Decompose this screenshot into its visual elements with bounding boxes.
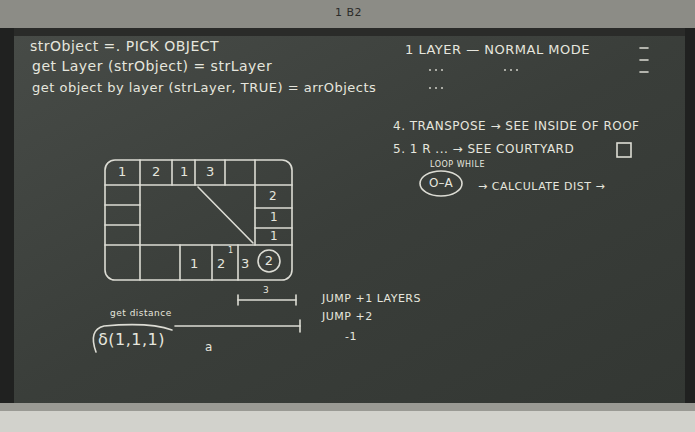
- chalk-note: 5. 1 R ... → SEE COURTYARD: [393, 142, 574, 156]
- cell-number: 1: [180, 164, 189, 180]
- cell-number: 3: [263, 285, 269, 296]
- chalk-note: a: [205, 340, 213, 354]
- chalk-note: LOOP WHILE: [430, 160, 485, 170]
- chalk-note: 4. TRANSPOSE → SEE INSIDE OF ROOF: [393, 119, 640, 133]
- chalk-note: δ(1,1,1): [98, 330, 165, 349]
- cell-number: 1: [228, 246, 234, 256]
- cell-number: 3: [241, 256, 250, 272]
- chalk-note: get Layer (strObject) = strLayer: [32, 58, 272, 75]
- cell-number: 2: [217, 256, 226, 272]
- board-number: 1 B2: [335, 6, 362, 19]
- cell-number: 2: [269, 189, 277, 203]
- cell-number: 1: [270, 229, 278, 243]
- chalk-note: get object by layer (strLayer, TRUE) = a…: [32, 80, 376, 96]
- chalk-note: -1: [345, 330, 357, 343]
- cell-number: 1: [190, 256, 199, 272]
- chalk-circle: O–A: [420, 171, 462, 196]
- chalk-note: 1 LAYER — NORMAL MODE: [405, 42, 590, 58]
- cell-number: 2: [152, 164, 161, 180]
- chalk-circle: 2: [258, 250, 280, 272]
- circle-label: O–A: [429, 176, 453, 190]
- chalk-note: strObject =. PICK OBJECT: [30, 38, 219, 55]
- cell-number: 1: [270, 210, 278, 224]
- chalk-note: → CALCULATE DIST →: [478, 180, 605, 193]
- cell-number: 1: [118, 164, 127, 180]
- chalk-note: JUMP +1 LAYERS: [322, 292, 421, 305]
- circle-label: 2: [263, 253, 275, 269]
- cell-number: 3: [206, 164, 215, 180]
- chalk-note: JUMP +2: [322, 310, 373, 323]
- chalk-note: get distance: [110, 308, 172, 319]
